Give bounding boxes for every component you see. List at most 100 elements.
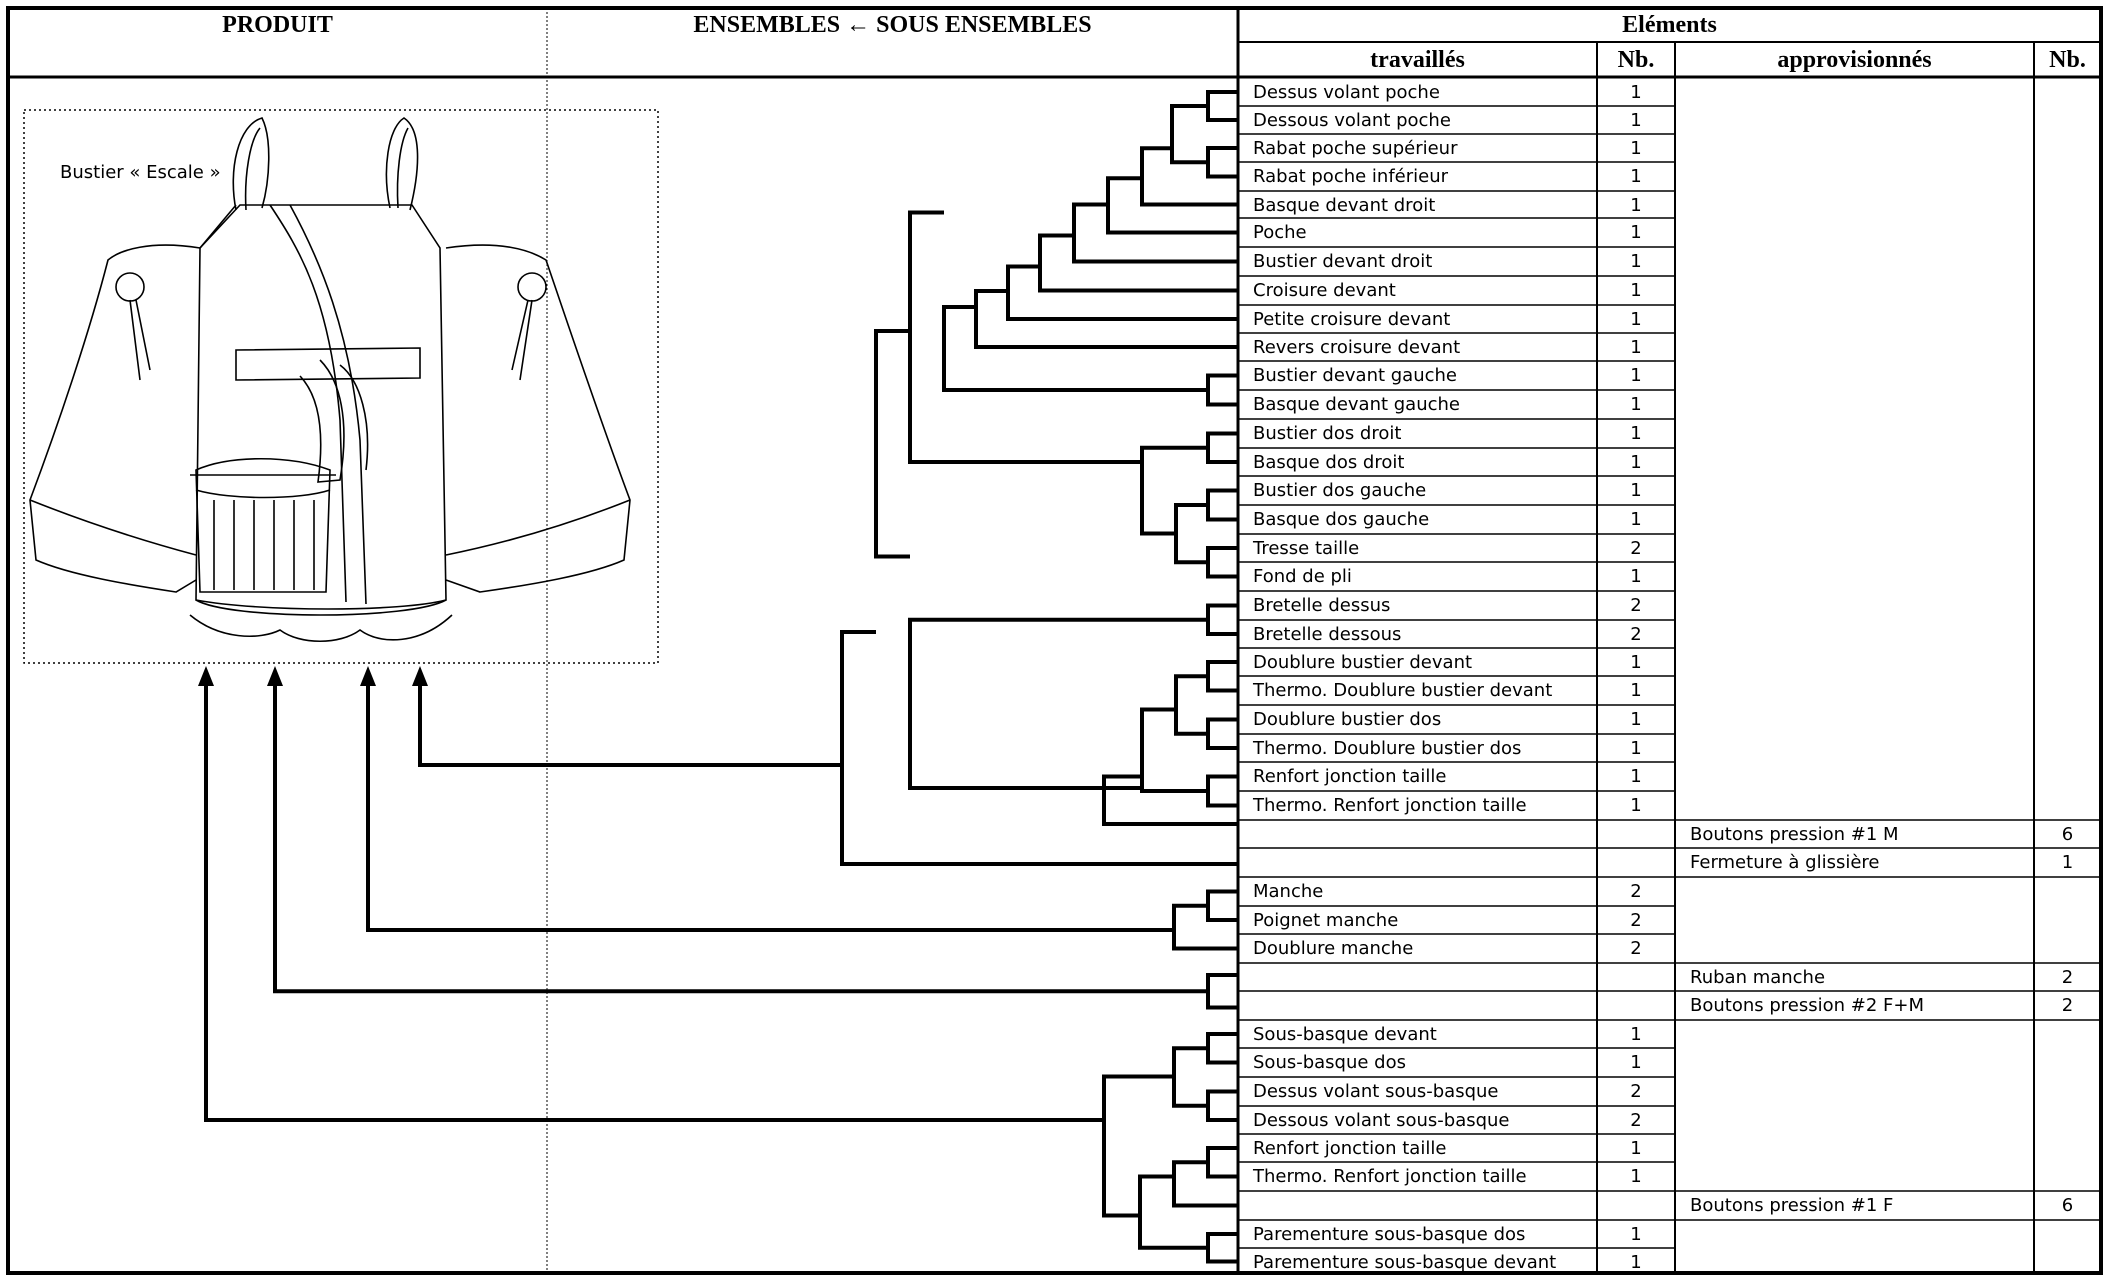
supplied-element-count: 6: [2061, 1195, 2074, 1216]
tree-connector: [1140, 445, 1208, 536]
worked-element-count: 1: [1630, 309, 1642, 330]
tree-connector: [974, 289, 1238, 349]
header-approvisionnes: approvisionnés: [1777, 47, 1932, 73]
worked-element-count: 1: [1630, 251, 1642, 272]
worked-element-name: Thermo. Renfort jonction taille: [1253, 795, 1527, 816]
worked-element-count: 1: [1630, 1166, 1642, 1187]
tree-connector: [1206, 889, 1238, 922]
tree-connector: [1172, 1046, 1208, 1108]
worked-element-name: Poche: [1253, 222, 1307, 243]
tree-connector: [1206, 660, 1238, 693]
worked-element-count: 1: [1630, 1024, 1642, 1045]
tree-connector: [1206, 1232, 1238, 1264]
worked-element-count: 1: [1630, 1252, 1642, 1273]
arrow-line: [418, 672, 842, 767]
arrow-line: [204, 672, 1104, 1122]
supplied-element-count: 6: [2061, 824, 2074, 845]
tree-connector: [1038, 233, 1238, 293]
worked-element-count: 1: [1630, 738, 1642, 759]
worked-element-count: 1: [1630, 480, 1642, 501]
supplied-element-name: Fermeture à glissière: [1690, 852, 1880, 873]
worked-element-count: 1: [1630, 1052, 1642, 1073]
worked-element-name: Doublure bustier devant: [1253, 652, 1473, 673]
tree-connector: [1174, 503, 1208, 565]
worked-element-count: 2: [1630, 938, 1642, 959]
tree-connector: [1206, 973, 1238, 1010]
garment-flat-sketch: [29, 117, 631, 643]
arrow-up-icon: [267, 666, 283, 686]
arrow-up-icon: [412, 666, 428, 686]
worked-element-name: Basque dos droit: [1253, 452, 1405, 473]
tree-connector: [1206, 1146, 1238, 1179]
header-ensembles: ENSEMBLES ← SOUS ENSEMBLES: [547, 12, 1238, 39]
worked-element-count: 1: [1630, 394, 1642, 415]
worked-element-name: Bustier devant droit: [1253, 251, 1433, 272]
supplied-element-count: 1: [2061, 852, 2074, 873]
tree-connector: [1102, 1074, 1174, 1218]
header-produit: PRODUIT: [222, 12, 333, 38]
worked-element-name: Bustier dos gauche: [1253, 480, 1427, 501]
tree-connector: [1072, 202, 1238, 264]
worked-element-count: 1: [1630, 365, 1642, 386]
worked-element-count: 1: [1630, 509, 1642, 530]
tree-connector: [1006, 264, 1238, 321]
supplied-element-count: 2: [2061, 967, 2074, 988]
worked-element-name: Dessous volant poche: [1253, 110, 1451, 131]
worked-element-name: Dessus volant sous-basque: [1253, 1081, 1499, 1102]
worked-element-count: 1: [1630, 452, 1642, 473]
worked-element-name: Basque dos gauche: [1253, 509, 1430, 530]
worked-element-count: 1: [1630, 766, 1642, 787]
worked-element-name: Doublure bustier dos: [1253, 709, 1442, 730]
worked-element-name: Rabat poche inférieur: [1253, 166, 1449, 187]
tree-connector: [1140, 707, 1208, 793]
header-nb-approvisionnes: Nb.: [2049, 47, 2086, 73]
tree-connector: [1102, 774, 1238, 826]
tree-connector: [942, 305, 1208, 392]
product-caption: Bustier « Escale »: [60, 162, 221, 183]
worked-element-count: 1: [1630, 195, 1642, 216]
worked-element-name: Rabat poche supérieur: [1253, 138, 1458, 159]
worked-element-name: Renfort jonction taille: [1253, 766, 1447, 787]
worked-element-count: 1: [1630, 423, 1642, 444]
worked-element-name: Doublure manche: [1253, 938, 1414, 959]
worked-element-name: Parementure sous-basque devant: [1253, 1252, 1557, 1273]
worked-element-name: Poignet manche: [1253, 910, 1399, 931]
worked-element-count: 1: [1630, 652, 1642, 673]
tree-connector: [1170, 104, 1208, 165]
arrow-up-icon: [198, 666, 214, 686]
header-sous-ensembles-label: SOUS ENSEMBLES: [876, 12, 1092, 38]
tree-connector: [1206, 431, 1238, 464]
worked-element-count: 1: [1630, 280, 1642, 301]
worked-element-name: Bretelle dessous: [1253, 624, 1402, 645]
tree-connector: [840, 630, 1238, 866]
worked-element-name: Croisure devant: [1253, 280, 1396, 301]
worked-element-count: 2: [1630, 1110, 1642, 1131]
worked-element-name: Dessus volant poche: [1253, 82, 1440, 103]
worked-element-count: 2: [1630, 1081, 1642, 1102]
tree-connector: [1172, 1160, 1238, 1208]
worked-element-count: 2: [1630, 595, 1642, 616]
worked-element-name: Revers croisure devant: [1253, 337, 1461, 358]
worked-element-count: 1: [1630, 795, 1642, 816]
worked-element-name: Manche: [1253, 881, 1324, 902]
worked-element-count: 1: [1630, 82, 1642, 103]
header-elements: Eléments: [1622, 12, 1717, 38]
tree-connector: [874, 329, 910, 559]
worked-element-count: 1: [1630, 166, 1642, 187]
supplied-element-name: Boutons pression #2 F+M: [1690, 995, 1924, 1016]
arrow-left-icon: ←: [846, 12, 871, 38]
worked-element-count: 2: [1630, 910, 1642, 931]
worked-element-name: Thermo. Doublure bustier devant: [1253, 680, 1553, 701]
worked-element-count: 1: [1630, 138, 1642, 159]
arrow-line: [273, 672, 1208, 994]
tree-connector: [1206, 1089, 1238, 1122]
tree-connector: [1206, 603, 1238, 636]
header-travailles: travaillés: [1370, 47, 1465, 73]
worked-element-count: 1: [1630, 222, 1642, 243]
worked-element-name: Tresse taille: [1253, 538, 1360, 559]
tree-connector: [1138, 1174, 1208, 1250]
tree-connector: [1172, 903, 1238, 951]
header-ensembles-label: ENSEMBLES: [693, 12, 841, 38]
